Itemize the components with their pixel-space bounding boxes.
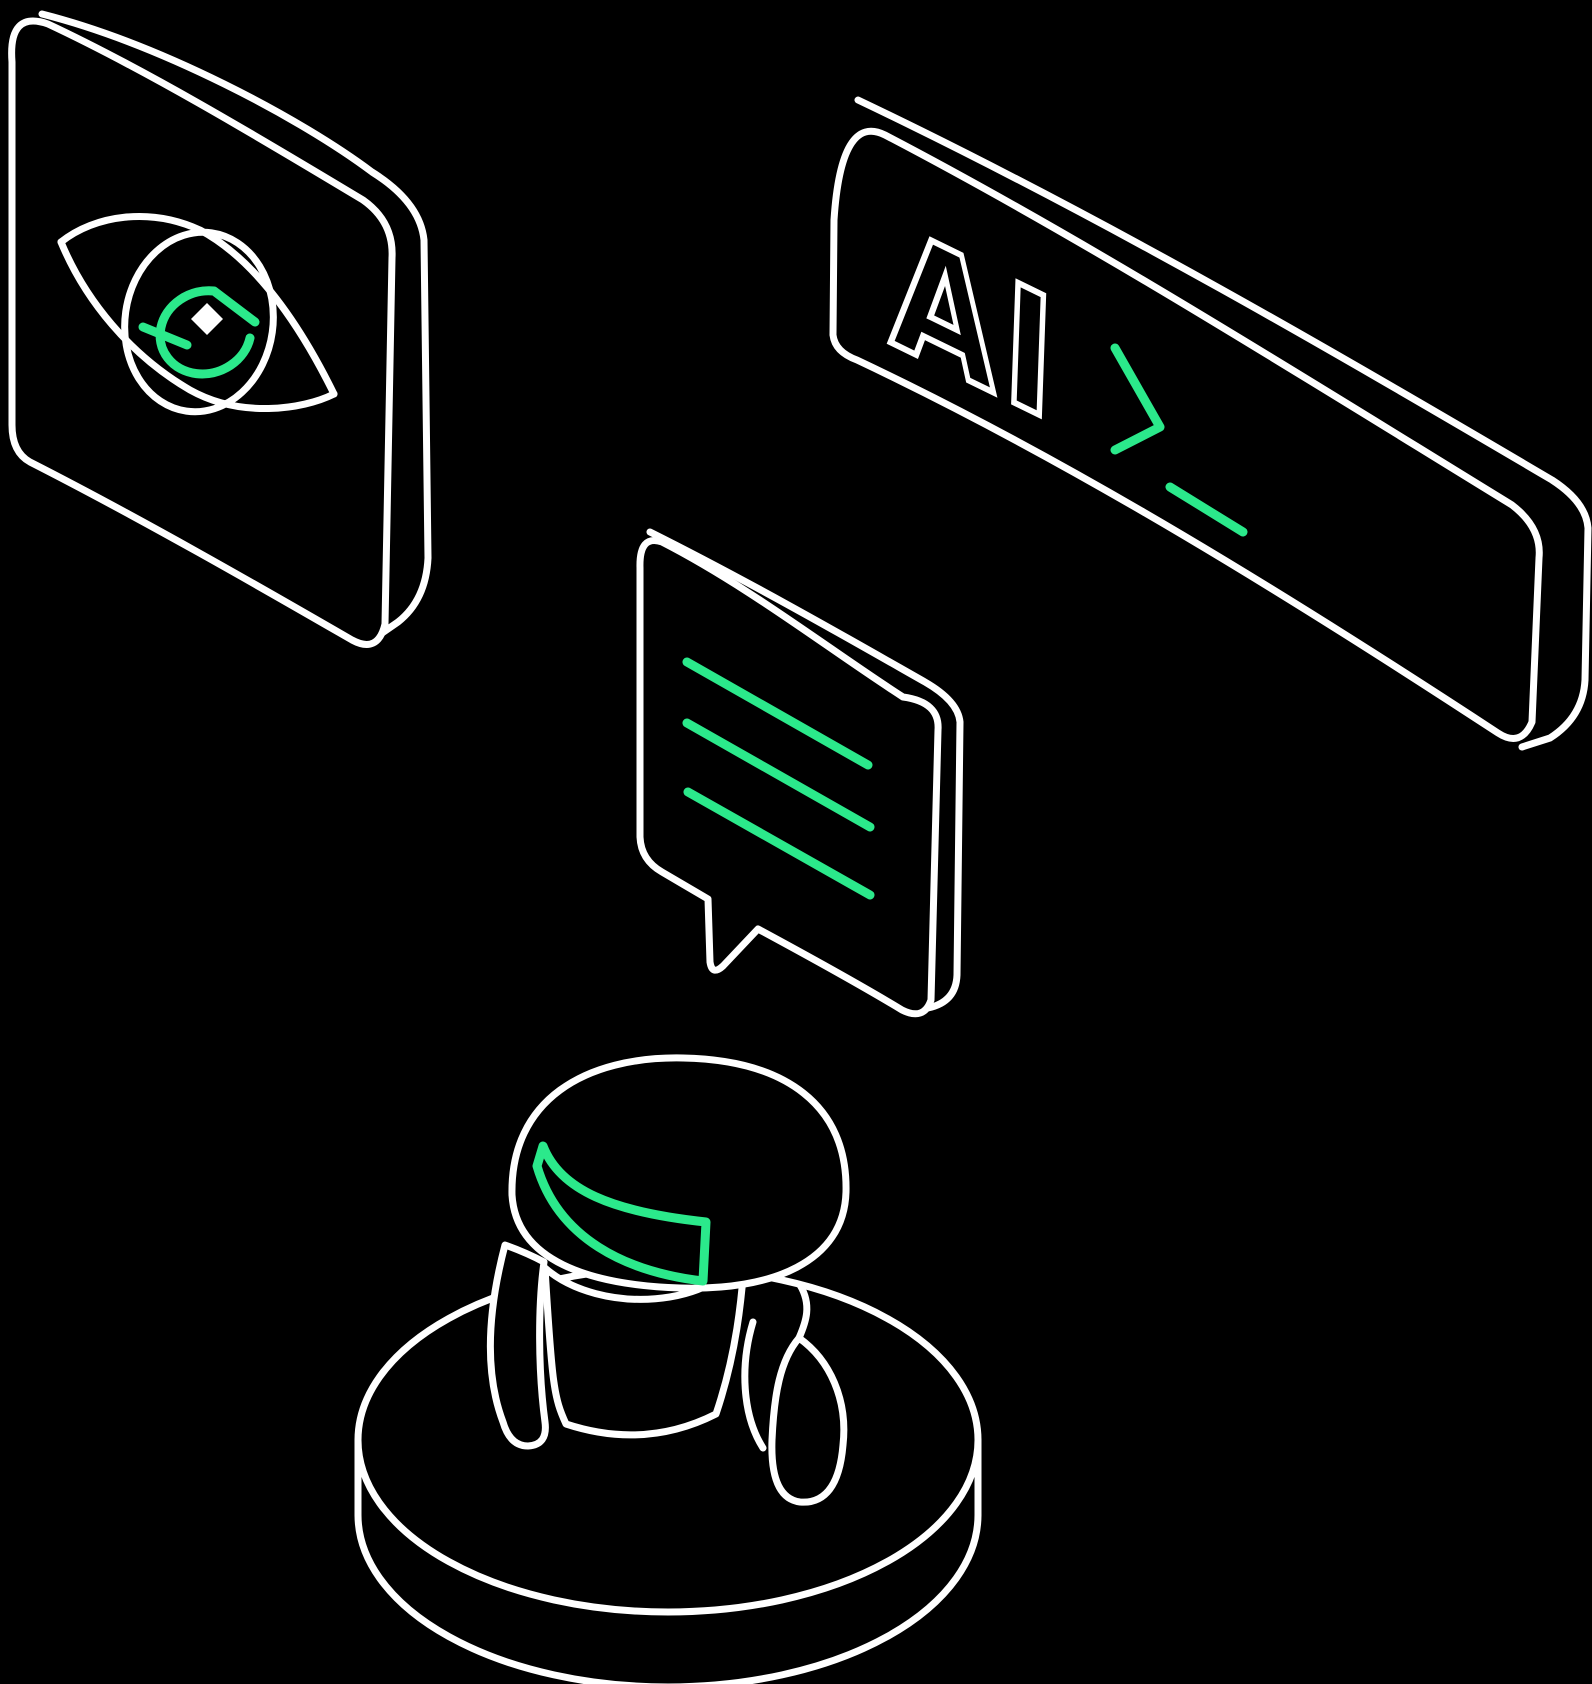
robot-body	[541, 1246, 749, 1439]
prompt-cursor-icon	[1165, 482, 1248, 537]
prompt-chevron-icon	[1110, 343, 1165, 455]
chat-text-line-1	[682, 657, 873, 770]
platform-bottom-rim	[354, 1511, 982, 1684]
chat-lines-icon	[682, 657, 875, 900]
chat-bubble-depth-edge	[646, 528, 964, 1012]
eye-highlight-diamond	[191, 303, 223, 335]
robot-head	[508, 1054, 850, 1292]
eye-iris	[121, 228, 277, 416]
eye-icon	[57, 213, 338, 416]
chat-text-line-3	[683, 787, 875, 900]
robot-right-shoulder	[795, 1281, 811, 1342]
robot-left-arm	[486, 1241, 549, 1450]
ai-terminal-panel-illustration: AI	[829, 96, 1592, 751]
terminal-prompt-icon	[1110, 343, 1248, 537]
eye-card-illustration	[8, 10, 432, 648]
robot-visor-icon	[532, 1141, 711, 1286]
eye-lower-lid	[57, 238, 338, 413]
robot-right-hand	[768, 1334, 848, 1506]
chat-text-line-2	[682, 718, 875, 832]
ai-panel-face	[829, 127, 1543, 742]
eye-card-face	[8, 17, 396, 648]
eye-card-depth-edge	[38, 10, 432, 644]
eye-pupil-tail	[138, 322, 192, 350]
robot-illustration	[354, 1054, 982, 1684]
ai-panel-depth-edge	[854, 96, 1592, 751]
robot-right-elbow	[741, 1318, 767, 1452]
chat-bubble-illustration	[636, 528, 964, 1018]
eye-pupil-scan	[155, 286, 260, 379]
